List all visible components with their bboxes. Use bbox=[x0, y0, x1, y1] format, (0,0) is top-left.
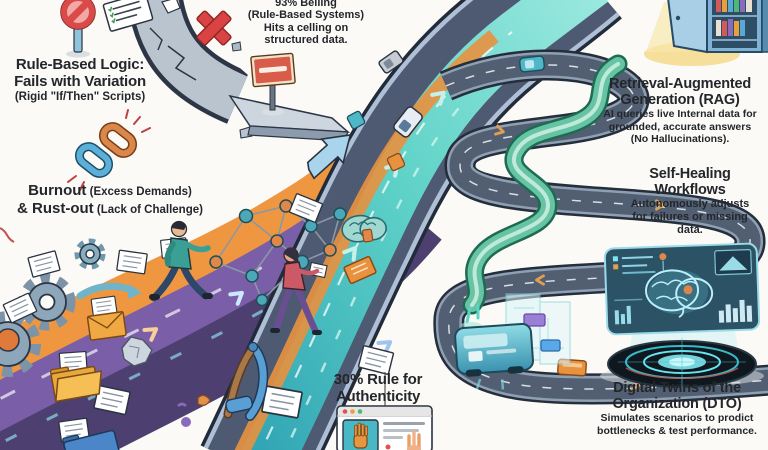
crack-lines bbox=[149, 27, 163, 51]
document-icon bbox=[260, 385, 304, 419]
authenticity-browser-card bbox=[336, 372, 433, 450]
envelope-icon bbox=[86, 295, 127, 341]
car-icon bbox=[519, 55, 545, 73]
rag-body-line1: AI queries live Internal data for bbox=[603, 108, 757, 121]
burnout-label: Burnout (Excess Demands) & Rust-out (Lac… bbox=[10, 182, 210, 218]
self-healing-title-line1: Self-Healing bbox=[649, 166, 731, 182]
dto-body-line1: Simulates scenarios to prodict bbox=[600, 412, 754, 425]
paper-scrap-icon bbox=[161, 0, 181, 14]
folder-icon bbox=[49, 350, 103, 403]
digital-twin-truck-icon bbox=[454, 322, 534, 390]
thirty-rule-line1: 30% Rule for bbox=[333, 371, 423, 388]
hand-icon bbox=[353, 422, 368, 449]
burnout-bold1: Burnout bbox=[28, 182, 87, 199]
crack-lines bbox=[167, 45, 197, 81]
rag-cabinet-icon bbox=[644, 0, 768, 66]
gear-icon bbox=[74, 238, 106, 270]
gear-icon bbox=[18, 273, 76, 331]
dto-title-line2: Organization (DTO) bbox=[612, 396, 742, 413]
car-icon bbox=[378, 50, 404, 74]
flow-node-purple bbox=[523, 313, 546, 327]
burnout-normal2: (Lack of Challenge) bbox=[93, 203, 203, 216]
brain-icon bbox=[341, 214, 387, 243]
red-x-icon bbox=[196, 10, 232, 46]
thirty-rule-line2: Authenticity bbox=[335, 387, 421, 405]
books bbox=[712, 0, 757, 41]
window-dot-green bbox=[357, 409, 363, 414]
ceiling-line2: (Rule-Based Systems) bbox=[247, 9, 365, 22]
crumpled-paper-icon bbox=[121, 336, 153, 367]
blue-folder-icon bbox=[62, 429, 121, 450]
walking-man bbox=[149, 220, 213, 302]
rag-body-line3: (No Hallucinations). bbox=[630, 133, 730, 146]
self-healing-body-line1: Autonomously adjusts bbox=[630, 198, 750, 211]
ceiling-label: 93% Belling (Rule-Based Systems) Hits a … bbox=[246, 0, 366, 46]
flow-node-blue bbox=[540, 339, 561, 352]
blue-arrow-icon bbox=[306, 133, 352, 180]
data-box-icon bbox=[386, 152, 406, 172]
self-healing-title-line2: Workflows bbox=[654, 182, 726, 199]
hand-icon bbox=[407, 430, 421, 450]
window-dot-red bbox=[342, 409, 348, 414]
document-icon bbox=[27, 250, 61, 278]
rule-based-title-line1: Rule-Based Logic: bbox=[15, 56, 145, 73]
teal-arrow-icon bbox=[76, 282, 142, 300]
self-healing-pipe bbox=[461, 54, 628, 328]
rule-based-title-line2: Fails with Variation bbox=[14, 72, 146, 90]
dto-body-line2: bottlenecks & test performance. bbox=[597, 424, 757, 437]
document-icon bbox=[116, 249, 148, 275]
holo-brain bbox=[645, 269, 714, 318]
burnout-bold2: & Rust-out bbox=[17, 199, 94, 217]
ceiling-line4: structured data. bbox=[264, 33, 348, 46]
rag-label: Retrieval-Augmented Generation (RAG) AI … bbox=[590, 76, 768, 146]
rule-based-logic-label: Rule-Based Logic: Fails with Variation (… bbox=[0, 56, 160, 103]
window-dot-orange bbox=[350, 409, 355, 414]
no-entry-sign-icon bbox=[60, 0, 96, 58]
stress-sparks bbox=[67, 109, 151, 191]
cabinet-door bbox=[667, 0, 708, 54]
network-graph-icon bbox=[209, 199, 347, 307]
card-text-lines bbox=[383, 422, 425, 450]
self-healing-body-line2: for failures or missing bbox=[632, 211, 748, 224]
car-icon bbox=[393, 106, 423, 138]
data-box-icon bbox=[346, 110, 366, 130]
gear-icon bbox=[0, 311, 41, 377]
dto-label: Digital Twins of the Organization (DTO) … bbox=[592, 380, 762, 437]
dto-title-line1: Digital Twins of the bbox=[613, 380, 741, 396]
panel-widgets bbox=[612, 249, 753, 325]
hologram-platform bbox=[607, 338, 757, 388]
checklist-icon bbox=[102, 0, 154, 32]
data-highway bbox=[200, 0, 622, 450]
self-healing-label: Self-Healing Workflows Autonomously adju… bbox=[610, 166, 768, 237]
ceiling-line3: Hits a celling on bbox=[263, 21, 349, 34]
rag-body-line2: grounded, accurate answers bbox=[608, 120, 752, 133]
rule-based-subtitle: (Rigid "If/Then" Scripts) bbox=[14, 90, 146, 103]
self-healing-body-line3: data. bbox=[677, 224, 703, 237]
broken-chain-icon bbox=[67, 109, 151, 191]
ceiling-line1: 93% Belling bbox=[275, 0, 337, 9]
hologram-brain-dashboard bbox=[600, 242, 764, 388]
rag-title-line2: Generation (RAG) bbox=[620, 92, 740, 109]
walking-woman bbox=[270, 247, 328, 336]
burnout-normal1: (Excess Demands) bbox=[86, 186, 192, 198]
rag-title-line1: Retrieval-Augmented bbox=[608, 76, 752, 92]
barrier-sign-icon bbox=[250, 52, 296, 116]
orange-book-icon bbox=[343, 255, 377, 285]
stream-scraps bbox=[0, 227, 253, 427]
thirty-rule-label: 30% Rule for Authenticity bbox=[318, 371, 438, 406]
